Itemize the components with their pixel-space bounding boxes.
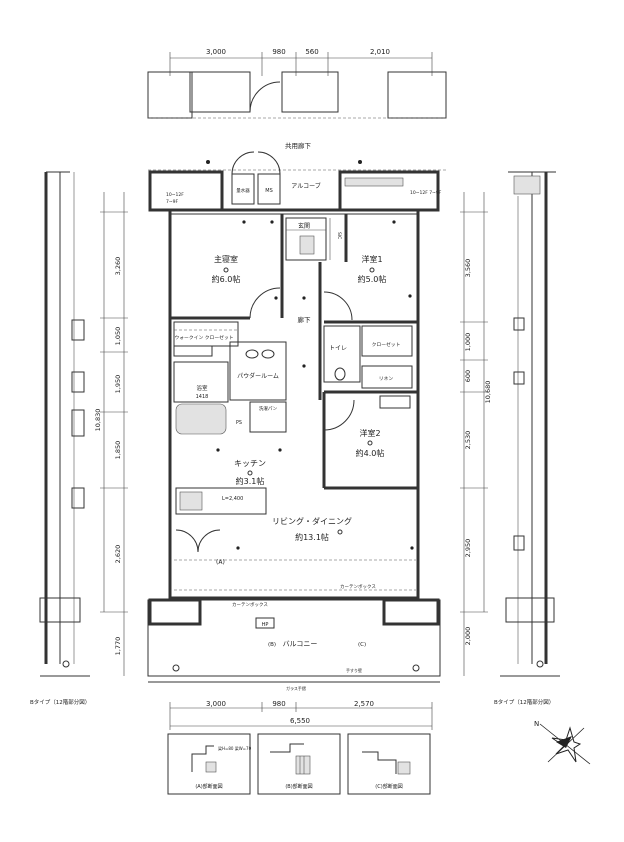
unit-outline — [168, 208, 420, 600]
left-dim-total: 10,830 — [94, 409, 102, 432]
living-size: 約13.1帖 — [295, 532, 329, 542]
western1-size: 約5.0帖 — [358, 274, 387, 284]
section-b-label: (B) — [268, 642, 276, 648]
top-dim-1: 3,000 — [206, 48, 226, 56]
section-detail-a: 梁H=80 梁W=70 (A)部断面図 — [167, 733, 252, 795]
balcony: カーテンボックス HP (B) (C) バルコニー 手すり壁 ガラス手摺 — [147, 598, 441, 691]
water-meter-label: 量水器 — [236, 187, 250, 194]
window-spec-right: 10~12F 7~9F — [410, 190, 442, 196]
kitchen-size: 約3.1帖 — [236, 476, 265, 486]
bottom-dim-1: 3,000 — [206, 700, 226, 708]
toilet-label: トイレ — [329, 345, 347, 352]
toilet-area: トイレ クローゼット リネン — [323, 325, 413, 389]
left-dim-4: 1,850 — [114, 441, 122, 460]
closet-1-label: クローゼット — [372, 341, 401, 348]
western1-name: 洋室1 — [361, 254, 382, 264]
right-dim-4: 2,530 — [464, 431, 472, 450]
detail-a-caption: (A)部断面図 — [195, 783, 222, 790]
curtain-box-label-2: カーテンボックス — [232, 601, 268, 608]
bottom-dimension-line: 3,000 980 2,570 6,550 — [169, 700, 433, 730]
kitchen: キッチン 約3.1帖 L=2,400 — [175, 448, 282, 515]
top-dimension-line: 3,000 980 560 2,010 — [169, 48, 433, 76]
living-dining: リビング・ダイニング 約13.1帖 (A) カーテンボックス — [174, 516, 416, 591]
bath-size-label: 1418 — [196, 394, 209, 400]
master-bedroom-size: 約6.0帖 — [212, 274, 241, 284]
detail-note: 梁H=80 梁W=70 — [218, 745, 252, 751]
right-dim-total: 10,680 — [484, 381, 492, 404]
western-room-2: 洋室2 約4.0帖 — [322, 390, 418, 490]
bottom-dim-3: 2,570 — [354, 700, 374, 708]
left-dim-1: 3,260 — [114, 257, 122, 276]
entrance-hallway: 玄関 SIC 廊下 — [285, 217, 342, 400]
window-spec-left-2: 7~9F — [166, 199, 178, 205]
section-detail-c: (C)部断面図 — [347, 733, 431, 795]
left-dim-2: 1,050 — [114, 327, 122, 346]
hallway-label: 廊下 — [298, 315, 312, 324]
ms-label: MS — [265, 188, 273, 194]
section-a-label: (A) — [216, 559, 225, 566]
laundry-label: 洗濯パン — [259, 405, 278, 412]
entry-row: 10~12F 7~9F 量水器 MS アルコーブ 10~12F 7~9F — [148, 151, 442, 212]
master-bedroom-name: 主寝室 — [214, 254, 238, 264]
right-side-caption: Bタイプ（12階部分図） — [494, 698, 554, 706]
bottom-dim-2: 980 — [272, 700, 285, 708]
bottom-dim-total: 6,550 — [290, 717, 310, 725]
glass-rail-label: ガラス手摺 — [286, 685, 306, 691]
western2-name: 洋室2 — [359, 428, 380, 438]
linen-label: リネン — [379, 376, 394, 382]
top-dim-4: 2,010 — [370, 48, 390, 56]
right-dim-3: 600 — [464, 370, 472, 382]
alcove-label: アルコーブ — [291, 182, 320, 190]
compass-letter: N — [534, 720, 539, 728]
top-dim-2: 980 — [272, 48, 285, 56]
powder-room-label: パウダールーム — [237, 372, 279, 380]
right-dimension-line: 3,560 1,000 600 10,680 2,530 2,950 2,000 — [460, 192, 492, 676]
section-c-label: (C) — [358, 642, 366, 648]
bath-label: 浴室 — [196, 384, 208, 392]
section-detail-b: (B)部断面図 — [257, 733, 341, 795]
corridor-label: 共用廊下 — [285, 141, 312, 150]
left-dim-6: 1,770 — [114, 637, 122, 656]
pipe-space-label: PS — [236, 420, 242, 426]
western2-size: 約4.0帖 — [356, 448, 385, 458]
detail-b-caption: (B)部断面図 — [285, 783, 312, 790]
hp-label: HP — [262, 622, 269, 628]
left-side-strip: Bタイプ（12階部分図） — [30, 171, 90, 706]
left-dim-5: 2,620 — [114, 545, 122, 564]
walk-in-closet: ウォークイン クローゼット — [173, 321, 239, 357]
right-dim-6: 2,000 — [464, 627, 472, 646]
left-dimension-line: 3,260 1,050 1,950 10,830 1,850 2,620 1,7… — [94, 192, 128, 676]
shoe-label: SIC — [336, 232, 342, 239]
balcony-label: バルコニー — [283, 640, 318, 648]
powder-bath: パウダールーム 浴室 1418 洗濯パン PS — [173, 341, 287, 435]
walk-in-closet-label: ウォークイン クローゼット — [174, 334, 233, 341]
detail-c-caption: (C)部断面図 — [375, 783, 402, 790]
right-dim-2: 1,000 — [464, 333, 472, 352]
entrance-label: 玄関 — [298, 222, 310, 230]
top-dim-3: 560 — [305, 48, 318, 56]
western-room-1: 洋室1 約5.0帖 — [323, 214, 418, 324]
curtain-box-label-1: カーテンボックス — [340, 583, 376, 590]
window-spec-left-1: 10~12F — [166, 192, 184, 198]
master-bedroom: 主寝室 約6.0帖 — [170, 214, 284, 320]
common-corridor: 共用廊下 — [147, 71, 447, 171]
living-name: リビング・ダイニング — [272, 516, 352, 526]
right-side-strip: Bタイプ（12階部分図） — [494, 171, 560, 706]
kitchen-name: キッチン — [234, 459, 266, 468]
right-dim-5: 2,950 — [464, 539, 472, 558]
right-dim-1: 3,560 — [464, 259, 472, 278]
compass-icon: N — [534, 720, 591, 765]
balcony-edge-label: 手すり壁 — [346, 667, 362, 673]
left-side-caption: Bタイプ（12階部分図） — [30, 698, 90, 706]
left-dim-3: 1,950 — [114, 375, 122, 394]
counter-label: L=2,400 — [222, 496, 243, 502]
